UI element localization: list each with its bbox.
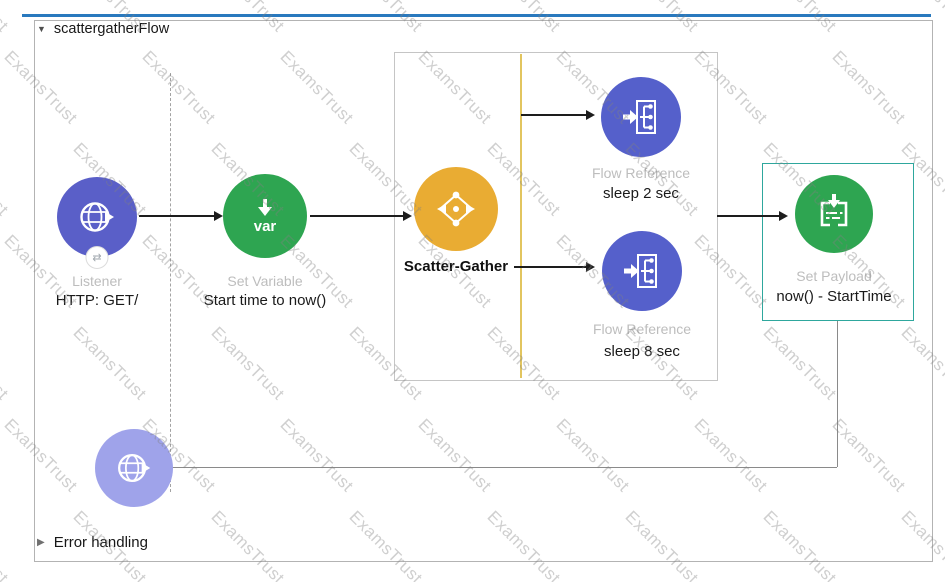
watermark-text: ExamsTrust bbox=[0, 139, 13, 220]
scatter-gather-icon bbox=[437, 191, 475, 227]
set-payload-circle[interactable] bbox=[795, 175, 873, 253]
watermark-text: ExamsTrust bbox=[0, 323, 13, 404]
node-type-label: Flow Reference bbox=[592, 321, 692, 337]
scatter-gather-divider-line bbox=[520, 54, 522, 378]
node-ghost-listener[interactable] bbox=[49, 429, 219, 507]
scatter-branch-arrow bbox=[514, 262, 595, 272]
node-config-label: Start time to now() bbox=[203, 292, 327, 309]
set-payload-icon bbox=[820, 194, 848, 227]
source-process-separator bbox=[170, 73, 171, 492]
node-http-listener[interactable]: ⇄ Listener HTTP: GET/ bbox=[12, 177, 182, 309]
node-type-label: Listener bbox=[72, 273, 122, 289]
node-config-label: sleep 2 sec bbox=[603, 185, 679, 202]
node-set-variable[interactable]: var Set Variable Start time to now() bbox=[180, 174, 350, 309]
return-connector-horizontal bbox=[150, 467, 837, 468]
flow-reference-circle[interactable] bbox=[602, 231, 682, 311]
selection-box bbox=[762, 163, 914, 321]
flow-reference-icon bbox=[624, 254, 657, 288]
sync-arrows-icon: ⇄ bbox=[85, 246, 109, 269]
scatter-gather-circle[interactable] bbox=[414, 167, 498, 251]
node-flow-reference-sleep8[interactable]: Flow Reference sleep 8 sec bbox=[557, 231, 727, 360]
globe-arrow-icon bbox=[118, 453, 151, 483]
flow-connector-arrow bbox=[139, 211, 223, 221]
node-type-label: Set Variable bbox=[227, 273, 303, 289]
collapse-triangle-icon[interactable]: ▼ bbox=[37, 23, 46, 34]
set-variable-circle[interactable]: var bbox=[223, 174, 307, 258]
node-name-label: Scatter-Gather bbox=[403, 258, 509, 275]
node-scatter-gather[interactable]: Scatter-Gather bbox=[371, 167, 541, 275]
var-down-arrow-icon: var bbox=[254, 199, 277, 235]
flow-title: scattergatherFlow bbox=[53, 21, 170, 37]
flow-container[interactable] bbox=[34, 20, 933, 562]
node-config-label: sleep 8 sec bbox=[604, 343, 680, 360]
flow-connector-arrow bbox=[310, 211, 412, 221]
error-handling-row[interactable]: ▶ Error handling bbox=[37, 534, 148, 551]
globe-arrow-icon bbox=[80, 202, 114, 232]
listener-circle[interactable]: ⇄ bbox=[57, 177, 137, 269]
node-set-payload[interactable]: Set Payload now() - StartTime bbox=[749, 175, 919, 305]
flow-title-row[interactable]: ▼ scattergatherFlow bbox=[37, 21, 169, 37]
flow-reference-icon bbox=[623, 100, 656, 134]
node-config-label: now() - StartTime bbox=[776, 288, 892, 305]
scatter-branch-arrow bbox=[521, 110, 595, 120]
flow-connector-arrow bbox=[717, 211, 788, 221]
error-handling-label: Error handling bbox=[53, 534, 148, 551]
watermark-text: ExamsTrust bbox=[0, 0, 12, 36]
node-flow-reference-sleep2[interactable]: Flow Reference sleep 2 sec bbox=[556, 77, 726, 202]
ghost-listener-circle[interactable] bbox=[95, 429, 173, 507]
editor-accent-line bbox=[22, 14, 931, 17]
node-type-label: Flow Reference bbox=[591, 165, 691, 181]
flow-reference-circle[interactable] bbox=[601, 77, 681, 157]
return-connector-vertical bbox=[837, 321, 838, 467]
watermark-text: ExamsTrust bbox=[0, 507, 13, 582]
node-type-label: Set Payload bbox=[796, 268, 872, 284]
expand-triangle-icon[interactable]: ▶ bbox=[37, 536, 45, 548]
svg-text:var: var bbox=[254, 218, 277, 235]
node-config-label: HTTP: GET/ bbox=[55, 292, 139, 309]
